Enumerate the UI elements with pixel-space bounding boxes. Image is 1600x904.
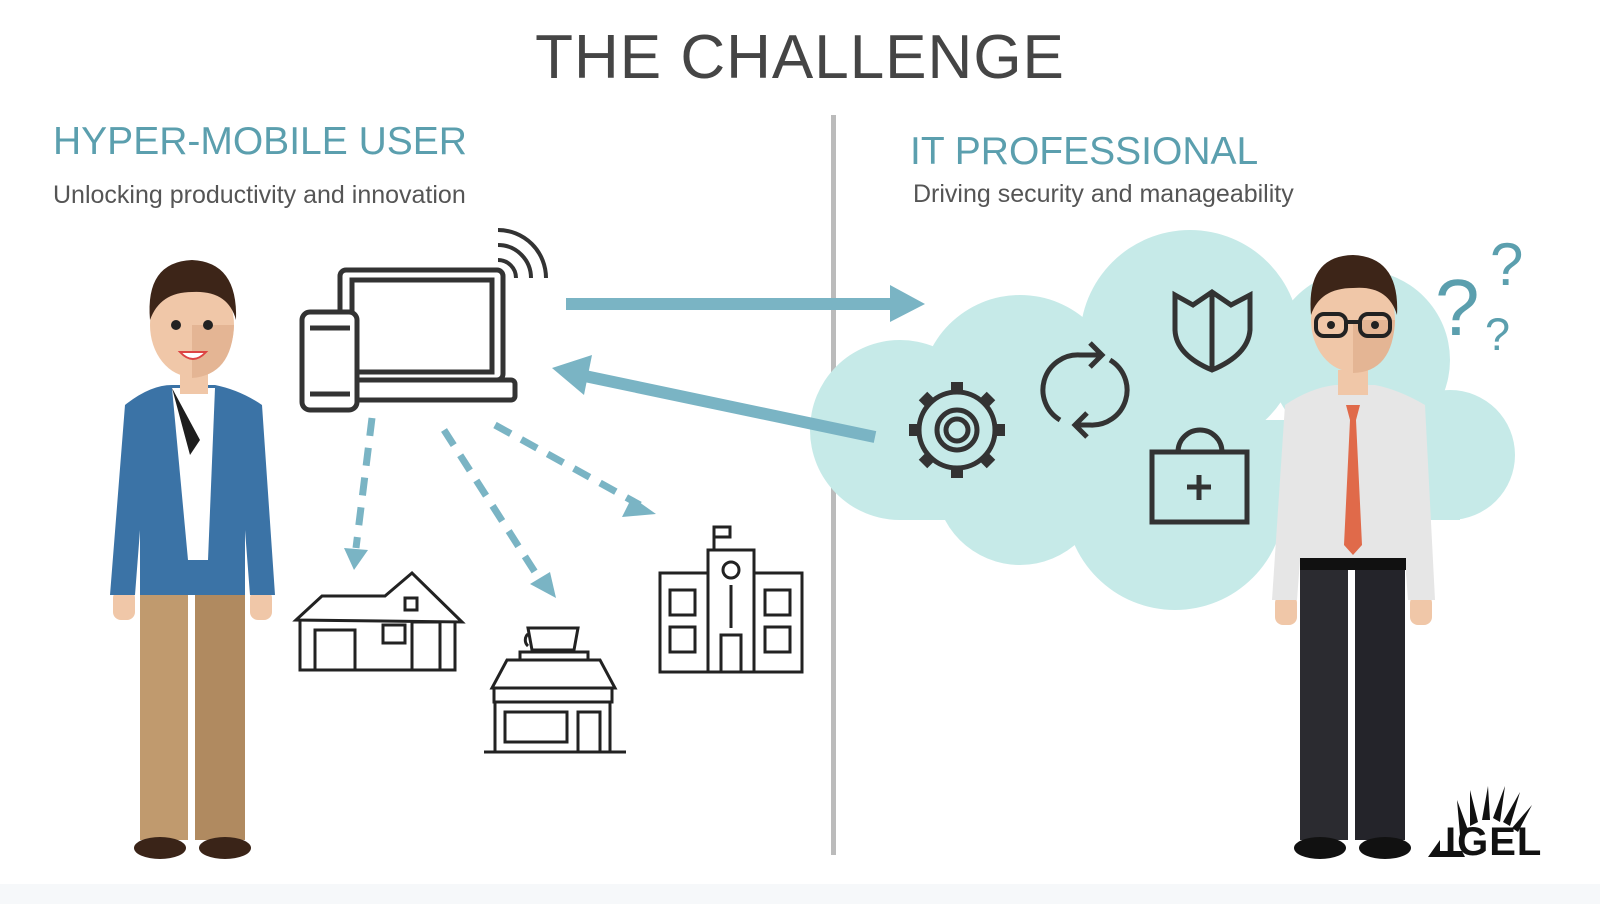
- gear-icon: [909, 382, 1005, 478]
- right-heading: IT PROFESSIONAL: [910, 130, 1259, 173]
- right-subtitle: Driving security and manageability: [913, 180, 1294, 208]
- left-heading: HYPER-MOBILE USER: [53, 120, 467, 163]
- dashed-arrows: [352, 417, 642, 582]
- arrow-to-cloud: [566, 285, 925, 322]
- office-building-icon: [658, 525, 804, 674]
- arrow-from-cloud: [552, 355, 877, 443]
- first-aid-kit-icon: [1149, 427, 1250, 525]
- shield-icon: [1172, 288, 1253, 373]
- igel-logo-icon: [1428, 786, 1532, 857]
- wifi-icon: [497, 228, 548, 279]
- house-icon: [292, 570, 466, 672]
- it-professional-figure: [1272, 255, 1435, 859]
- left-subtitle: Unlocking productivity and innovation: [53, 181, 466, 209]
- cafe-icon: [484, 626, 626, 754]
- question-mark: ?: [1490, 231, 1523, 298]
- igel-logo-text: IGEL: [1445, 820, 1543, 864]
- sync-icon: [1040, 341, 1130, 439]
- hyper-mobile-user-figure: [110, 260, 275, 859]
- footer-strip: [0, 884, 1600, 904]
- slide-title: THE CHALLENGE: [535, 23, 1065, 92]
- question-mark: ?: [1435, 263, 1480, 352]
- question-mark: ?: [1485, 309, 1510, 360]
- devices-icon: [299, 267, 518, 413]
